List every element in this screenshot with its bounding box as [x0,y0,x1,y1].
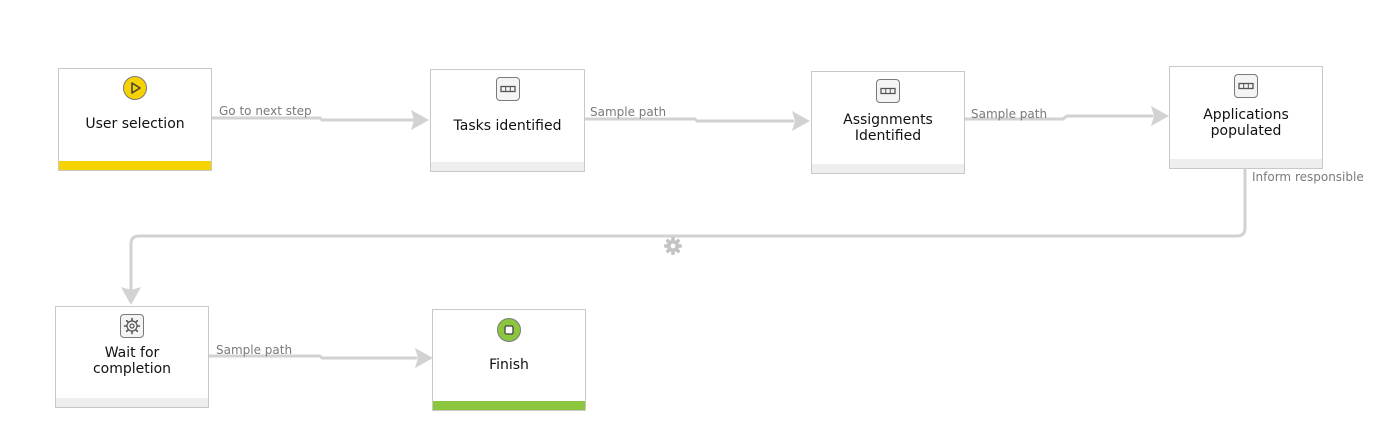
node-label-line: completion [92,361,172,377]
arrowhead [411,110,429,130]
node-assignments-identified[interactable]: Assignments Identified [811,71,965,174]
node-tasks-identified[interactable]: Tasks identified [430,69,585,172]
node-label: User selection [85,116,185,132]
edge-label-inform-responsible: Inform responsible [1252,170,1364,184]
node-label: Wait for completion [60,345,204,377]
node-label-line: Assignments [843,112,933,128]
gear-icon[interactable] [663,236,683,256]
connector-wait-to-finish[interactable] [207,354,418,360]
stop-icon [497,318,521,342]
connector-assignments-to-applications[interactable] [963,114,1154,121]
edge-label-sample-path: Sample path [590,105,667,119]
arrowhead [1151,106,1169,126]
node-label: Finish [489,357,529,373]
status-bar [59,161,211,170]
node-finish[interactable]: Finish [432,309,586,411]
arrowhead [792,111,810,131]
node-label: Assignments Identified [816,112,960,144]
task-icon [1234,74,1258,98]
node-label: Tasks identified [453,118,562,134]
node-label-line: Wait for [104,345,160,361]
connector-user-selection-to-tasks[interactable] [210,116,416,122]
status-bar [431,162,584,171]
status-bar [1170,159,1322,168]
node-label: Applications populated [1174,107,1318,139]
status-bar [433,401,585,410]
status-bar [812,164,964,173]
edge-label-sample-path: Sample path [216,343,293,357]
node-label-line: Applications [1203,107,1289,123]
arrowhead [415,348,433,368]
node-label-line: populated [1210,123,1282,139]
connector-tasks-to-assignments[interactable] [583,117,795,123]
edge-label-go-to-next-step: Go to next step [219,104,312,118]
task-icon [876,79,900,103]
node-user-selection[interactable]: User selection [58,68,212,171]
edge-label-sample-path: Sample path [971,107,1048,121]
node-wait-for-completion[interactable]: Wait for completion [55,306,209,408]
task-icon [495,77,520,101]
status-bar [56,398,208,407]
play-icon [123,76,147,100]
arrowhead [121,287,141,305]
node-applications-populated[interactable]: Applications populated [1169,66,1323,169]
gear-icon [120,314,144,338]
connector-applications-to-wait[interactable] [129,168,1247,292]
node-label-line: Identified [854,128,922,144]
